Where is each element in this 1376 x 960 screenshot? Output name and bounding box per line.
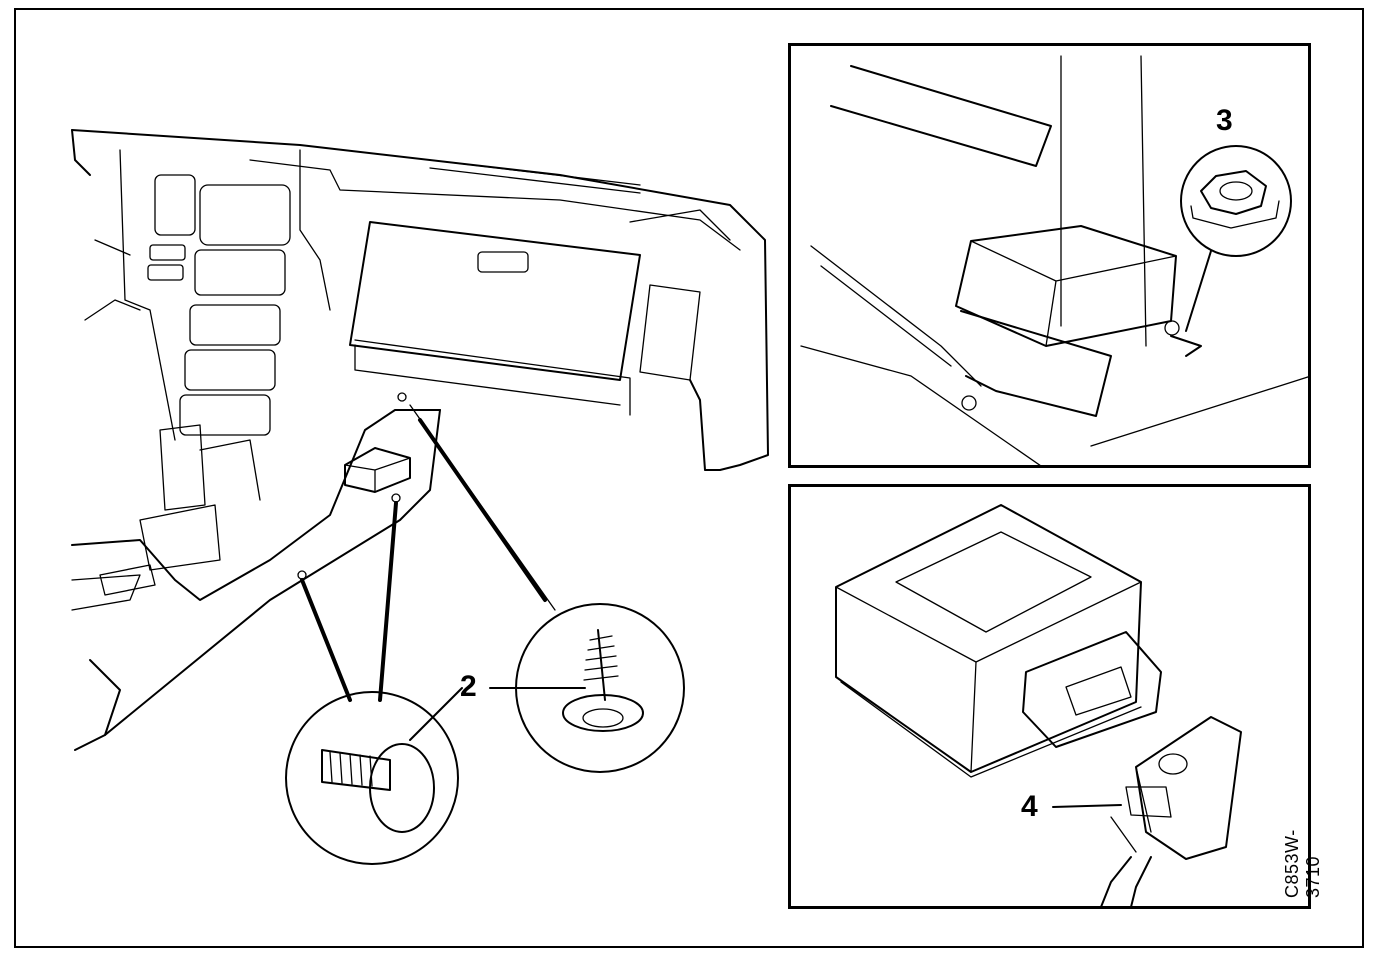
- screw-callout: 2: [460, 670, 477, 703]
- clip-block: [344, 447, 411, 493]
- callout-arrows: [409, 687, 586, 741]
- pushpin-detail: [285, 691, 459, 865]
- dashboard-illustration: [71, 129, 769, 865]
- dashboard-outline: [71, 129, 769, 471]
- module-connector-drawing: [835, 504, 1242, 906]
- center-console-vents: [84, 149, 291, 441]
- figure-code: C853W-3710: [1282, 829, 1323, 898]
- mounted-module-drawing: [800, 55, 1308, 465]
- glovebox: [349, 209, 731, 416]
- nut-callout: 3: [1216, 104, 1233, 137]
- inset-module-mounted: 3: [788, 43, 1311, 468]
- gear-selector: [139, 424, 261, 571]
- connector-callout: 4: [1021, 790, 1038, 823]
- inset-module-connector: 4: [788, 484, 1311, 909]
- leader-lines: [297, 392, 556, 702]
- lower-trim-panel: [71, 409, 441, 751]
- screw-detail: [515, 603, 685, 773]
- figure-border: [14, 8, 1364, 948]
